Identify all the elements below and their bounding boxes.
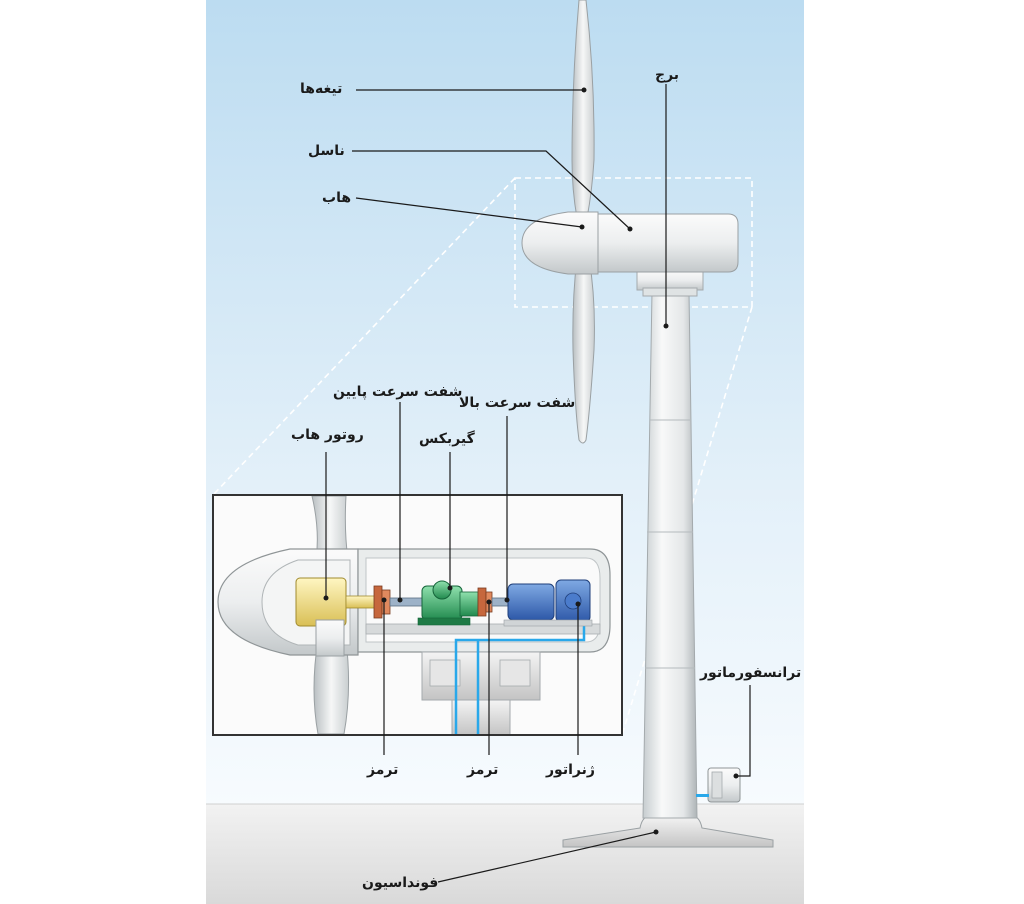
label-blades: تیغه‌ها (300, 81, 343, 97)
label-brake-1: ترمز (367, 762, 399, 778)
label-nacelle: ناسل (308, 143, 345, 159)
label-tower: برج (655, 67, 680, 83)
transformer (696, 767, 741, 803)
nacelle (595, 213, 739, 273)
label-high-speed-shaft: شفت سرعت بالا (459, 395, 576, 411)
label-brake-2: ترمز (467, 762, 499, 778)
nacelle-detail-inset (212, 494, 623, 736)
label-transformer: ترانسفورماتور (700, 665, 802, 681)
label-rotor-hub: روتور هاب (291, 427, 364, 443)
label-low-speed-shaft: شفت سرعت پایین (333, 384, 463, 400)
leader-lines (325, 84, 751, 883)
label-hub: هاب (322, 190, 352, 206)
rotor-blades (571, 0, 595, 444)
label-foundation: فونداسیون (362, 875, 439, 891)
label-generator: ژنراتور (546, 762, 595, 778)
label-gearbox: گیربکس (419, 431, 475, 447)
hub-spinner (521, 211, 599, 275)
leader-dots (323, 87, 739, 835)
ground (206, 804, 804, 904)
tower (636, 269, 704, 819)
